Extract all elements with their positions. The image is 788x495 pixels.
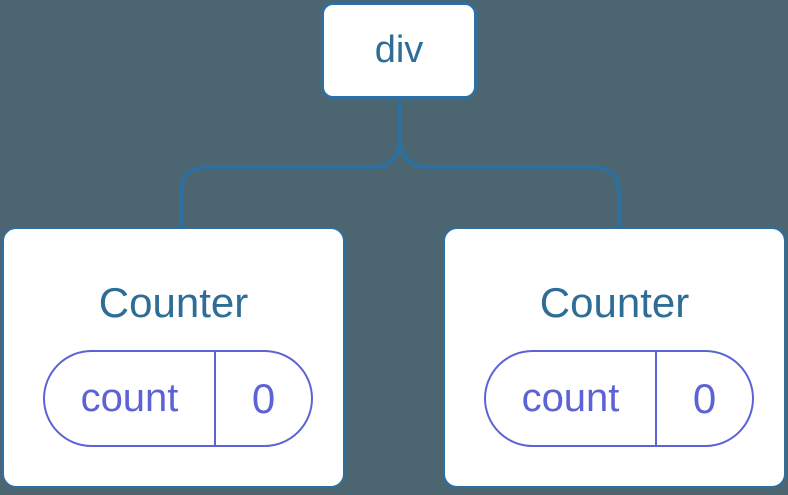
state-value: 0: [692, 374, 717, 422]
state-key-label: count: [521, 376, 620, 420]
state-key-label: count: [80, 376, 179, 420]
component-node-counter-right: Counter count 0: [443, 227, 786, 488]
component-title: Counter: [98, 279, 249, 326]
connector-right-branch: [398, 97, 621, 228]
pill-divider: [655, 352, 657, 445]
pill-divider: [214, 352, 216, 445]
root-node-label: div: [374, 29, 424, 71]
state-value: 0: [251, 374, 276, 422]
component-node-counter-left: Counter count 0: [2, 227, 345, 488]
state-pill: count 0: [484, 350, 754, 447]
connector-left-branch: [179, 97, 402, 228]
root-node-div: div: [321, 2, 477, 99]
component-title: Counter: [539, 279, 690, 326]
state-pill: count 0: [43, 350, 313, 447]
